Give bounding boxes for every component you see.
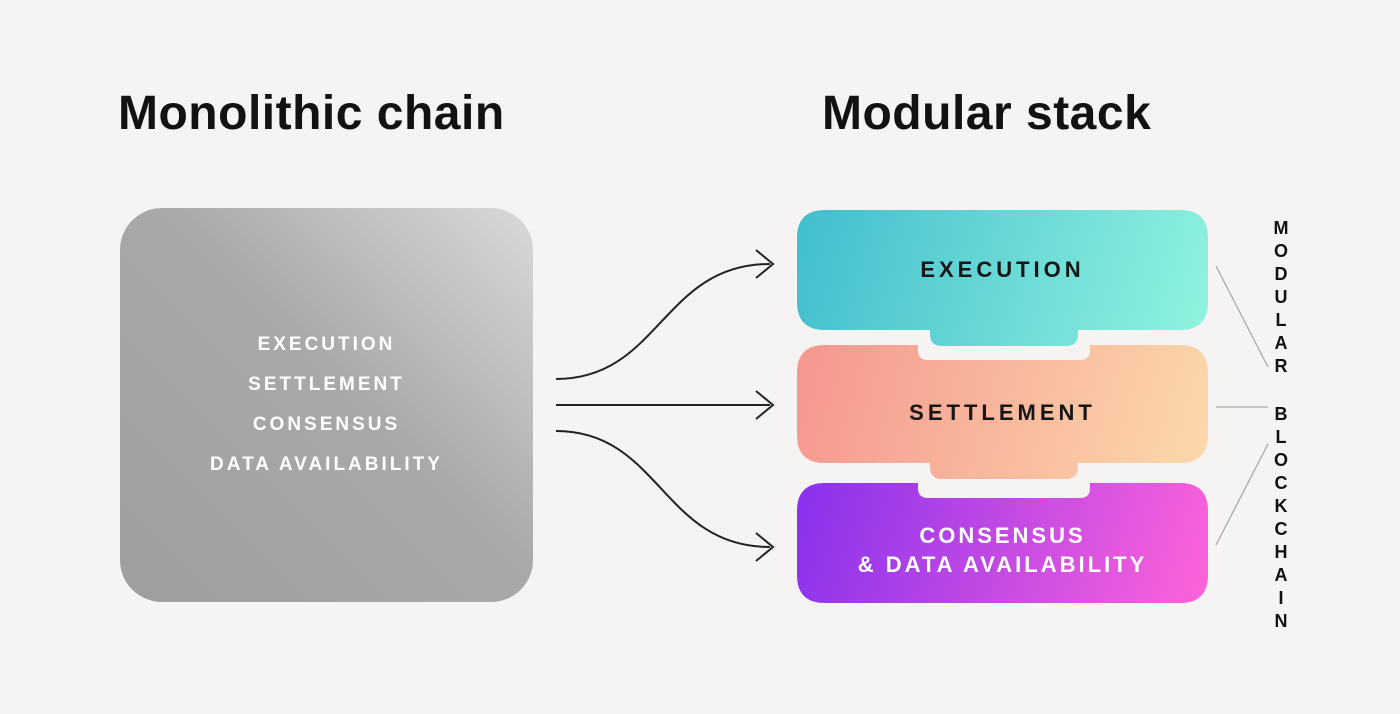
arrow-to-consensus-head <box>755 532 775 562</box>
consensus-label-line1: CONSENSUS <box>919 523 1086 548</box>
consensus-label-line2: & DATA AVAILABILITY <box>857 552 1148 577</box>
modular-stack-title: Modular stack <box>822 87 1152 140</box>
settlement-block-label: SETTLEMENT <box>909 400 1096 425</box>
monolith-layer-settlement: SETTLEMENT <box>248 374 405 395</box>
monolith-layer-data-availability: DATA AVAILABILITY <box>210 454 443 475</box>
monolith-layer-consensus: CONSENSUS <box>252 414 401 435</box>
monolith-layer-execution: EXECUTION <box>257 334 396 355</box>
consensus-block-label: CONSENSUS & DATA AVAILABILITY <box>797 494 1208 606</box>
modular-blockchain-side-label: MODULAR BLOCKCHAIN <box>1271 218 1291 634</box>
arrow-to-settlement-head <box>755 390 775 420</box>
arrow-to-execution <box>555 263 771 380</box>
execution-block-label: EXECUTION <box>920 257 1085 282</box>
side-label-word-blockchain: BLOCKCHAIN <box>1271 404 1291 634</box>
connector-line-bottom <box>1215 443 1269 546</box>
side-label-word-modular: MODULAR <box>1271 218 1291 379</box>
arrow-to-consensus <box>555 430 771 548</box>
monolithic-chain-box: EXECUTION SETTLEMENT CONSENSUS DATA AVAI… <box>120 208 533 602</box>
arrows-group <box>555 249 775 562</box>
monolithic-chain-title: Monolithic chain <box>118 87 505 140</box>
arrow-to-execution-head <box>755 249 775 279</box>
connector-line-top <box>1215 265 1269 368</box>
connector-lines-group <box>1215 265 1269 546</box>
